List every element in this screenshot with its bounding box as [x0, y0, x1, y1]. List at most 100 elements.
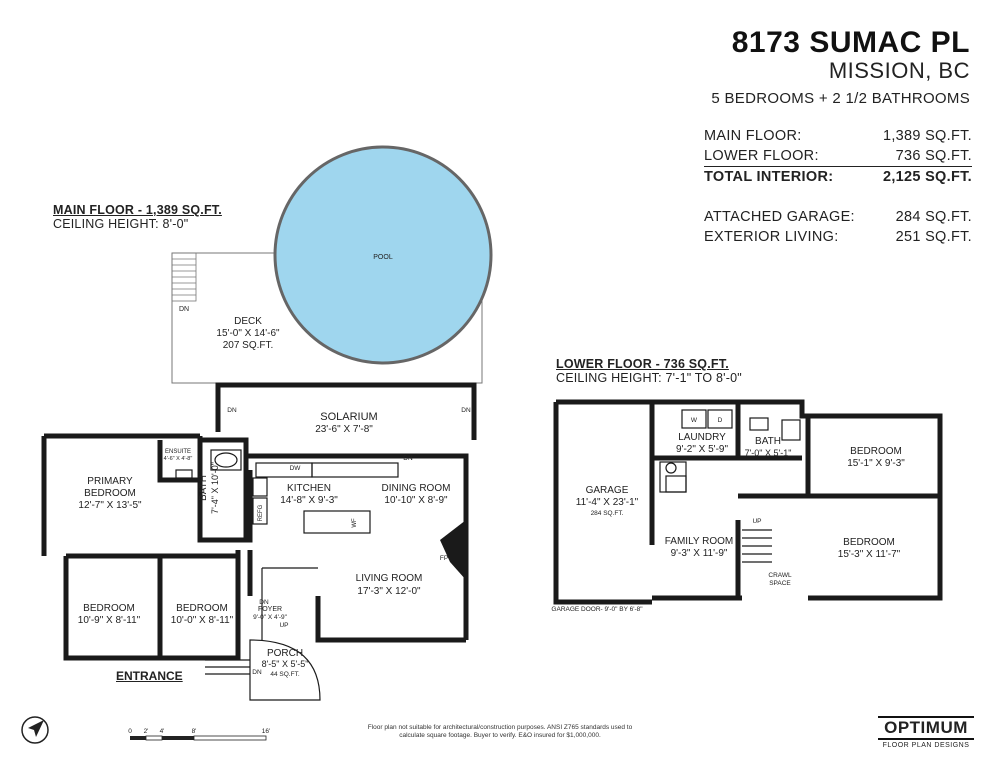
porch-outline	[249, 639, 321, 701]
area-label: EXTERIOR LIVING:	[704, 229, 839, 245]
area-row-lower: LOWER FLOOR: 736 SQ.FT.	[704, 146, 972, 167]
brand-logo: OPTIMUM FLOOR PLAN DESIGNS	[878, 716, 974, 749]
garage-door-note: GARAGE DOOR- 9'-0" BY 6'-8"	[551, 606, 643, 613]
area-row-main: MAIN FLOOR: 1,389 SQ.FT.	[704, 126, 972, 146]
solarium-dn-left: DN	[227, 407, 237, 414]
area-row-garage: ATTACHED GARAGE: 284 SQ.FT.	[704, 207, 972, 227]
kitchen-name: KITCHEN	[287, 483, 331, 494]
bath-dims: 7'-4" X 10'-0"	[210, 462, 220, 514]
scale-tick: 4'	[160, 728, 165, 735]
lower-bedroom-a-name: BEDROOM	[850, 446, 902, 457]
pool-label: POOL	[373, 254, 393, 261]
lower-floor-walls	[553, 399, 943, 605]
area-value: 284 SQ.FT.	[895, 209, 972, 225]
family-room-name: FAMILY ROOM	[665, 536, 734, 547]
bedroom-a-name: BEDROOM	[83, 603, 135, 614]
porch-dims: 8'-5" X 5'-5"	[262, 659, 309, 669]
scale-tick: 2'	[144, 728, 149, 735]
property-city: MISSION, BC	[828, 58, 970, 83]
lower-floor-ceiling: CEILING HEIGHT: 7'-1" TO 8'-0"	[556, 371, 742, 385]
area-row-exterior: EXTERIOR LIVING: 251 SQ.FT.	[704, 227, 972, 247]
porch-area: 44 SQ.FT.	[270, 671, 299, 678]
dining-name: DINING ROOM	[382, 483, 451, 494]
lower-bedroom-b-dims: 15'-3" X 11'-7"	[838, 549, 901, 560]
crawl-space-1: CRAWL	[768, 572, 792, 579]
area-value: 1,389 SQ.FT.	[882, 128, 972, 144]
scale-bar: 0 2' 4' 8' 16'	[128, 728, 270, 741]
foyer-up: UP	[279, 622, 288, 629]
refrigerator-label: REFG	[258, 504, 264, 521]
laundry-dims: 9'-2" X 5'-9"	[676, 444, 729, 455]
living-name: LIVING ROOM	[356, 573, 423, 584]
area-value: 2,125 SQ.FT.	[882, 169, 972, 185]
disclaimer-note: Floor plan not suitable for architectura…	[360, 724, 640, 740]
bath-name: BATH	[198, 475, 209, 501]
deck-stairs	[171, 252, 197, 302]
solarium-name: SOLARIUM	[320, 411, 377, 423]
porch-name: PORCH	[267, 648, 303, 659]
main-floor-heading: MAIN FLOOR - 1,389 SQ.FT.	[53, 203, 222, 217]
main-floor-ceiling: CEILING HEIGHT: 8'-0"	[53, 217, 189, 231]
lower-bedroom-a-dims: 15'-1" X 9'-3"	[847, 458, 905, 469]
crawl-space-2: SPACE	[769, 580, 791, 587]
lower-bath-dims: 7'-0" X 5'-1"	[745, 448, 792, 458]
solarium-dn-right: DN	[461, 407, 471, 414]
fireplace-shape	[440, 520, 466, 580]
dishwasher-label: DW	[290, 465, 302, 472]
lower-floor-title: LOWER FLOOR - 736 SQ.FT. CEILING HEIGHT:…	[556, 357, 742, 385]
compass-arrow-icon	[21, 716, 49, 744]
primary-bedroom-name-1: PRIMARY	[87, 476, 133, 487]
deck-name: DECK	[234, 316, 262, 327]
ensuite-name: ENSUITE	[165, 449, 191, 455]
area-value: 736 SQ.FT.	[895, 148, 972, 164]
dining-dn: DN	[403, 455, 413, 462]
dryer-label: D	[718, 417, 723, 424]
disclaimer-line-1: Floor plan not suitable for architectura…	[367, 724, 633, 731]
deck-dims: 15'-0" X 14'-6"	[216, 328, 280, 339]
garage-name: GARAGE	[586, 485, 629, 496]
family-room-dims: 9'-3" X 11'-9"	[671, 548, 728, 559]
deck-area: 207 SQ.FT.	[223, 340, 274, 351]
area-label: MAIN FLOOR:	[704, 128, 802, 144]
foyer-dims: 9'-0" X 4'-9"	[253, 614, 288, 621]
scale-tick: 8'	[192, 728, 197, 735]
foyer-name: FOYER	[258, 606, 282, 613]
area-summary-table: MAIN FLOOR: 1,389 SQ.FT. LOWER FLOOR: 73…	[704, 126, 972, 247]
area-label: ATTACHED GARAGE:	[704, 209, 855, 225]
porch-dn: DN	[252, 669, 262, 676]
lower-bath-name: BATH	[755, 436, 781, 447]
bedroom-b-dims: 10'-0" X 8'-11"	[171, 615, 234, 626]
disclaimer-line-2: calculate square footage. Buyer to verif…	[399, 732, 601, 739]
pool-shape	[273, 145, 493, 365]
solarium-dims: 23'-6" X 7'-8"	[315, 424, 373, 435]
primary-bedroom-name-2: BEDROOM	[84, 488, 136, 499]
area-label: LOWER FLOOR:	[704, 148, 819, 164]
area-label: TOTAL INTERIOR:	[704, 169, 834, 185]
lower-floor-fixtures	[659, 409, 801, 563]
entrance-label: ENTRANCE	[116, 669, 183, 683]
kitchen-dims: 14'-8" X 9'-3"	[280, 495, 338, 506]
scale-tick: 0	[128, 728, 132, 735]
garage-area: 284 SQ.FT.	[591, 510, 624, 517]
laundry-name: LAUNDRY	[678, 432, 726, 443]
lower-floor-heading: LOWER FLOOR - 736 SQ.FT.	[556, 357, 729, 371]
lower-stairs-up: UP	[752, 518, 761, 525]
dining-dims: 10'-10" X 8'-9"	[384, 495, 448, 506]
bedrooms-bathrooms: 5 BEDROOMS + 2 1/2 BATHROOMS	[711, 90, 970, 107]
ensuite-dims: 4'-6" X 4'-8"	[164, 456, 193, 462]
bedroom-a-dims: 10'-9" X 8'-11"	[78, 615, 141, 626]
area-row-total: TOTAL INTERIOR: 2,125 SQ.FT.	[704, 167, 972, 187]
area-value: 251 SQ.FT.	[895, 229, 972, 245]
scale-tick: 16'	[262, 728, 270, 735]
brand-name: OPTIMUM	[878, 716, 974, 740]
foyer-dn: DN	[259, 599, 269, 606]
brand-sub: FLOOR PLAN DESIGNS	[882, 742, 970, 749]
primary-bedroom-dims: 12'-7" X 13'-5"	[78, 500, 142, 511]
wall-fridge-label: WF	[352, 518, 358, 528]
living-dims: 17'-3" X 12'-0"	[357, 586, 421, 597]
fireplace-label: FP	[440, 555, 448, 562]
main-floor-title: MAIN FLOOR - 1,389 SQ.FT. CEILING HEIGHT…	[53, 203, 222, 231]
washer-label: W	[691, 417, 698, 424]
garage-dims: 11'-4" X 23'-1"	[576, 497, 639, 508]
